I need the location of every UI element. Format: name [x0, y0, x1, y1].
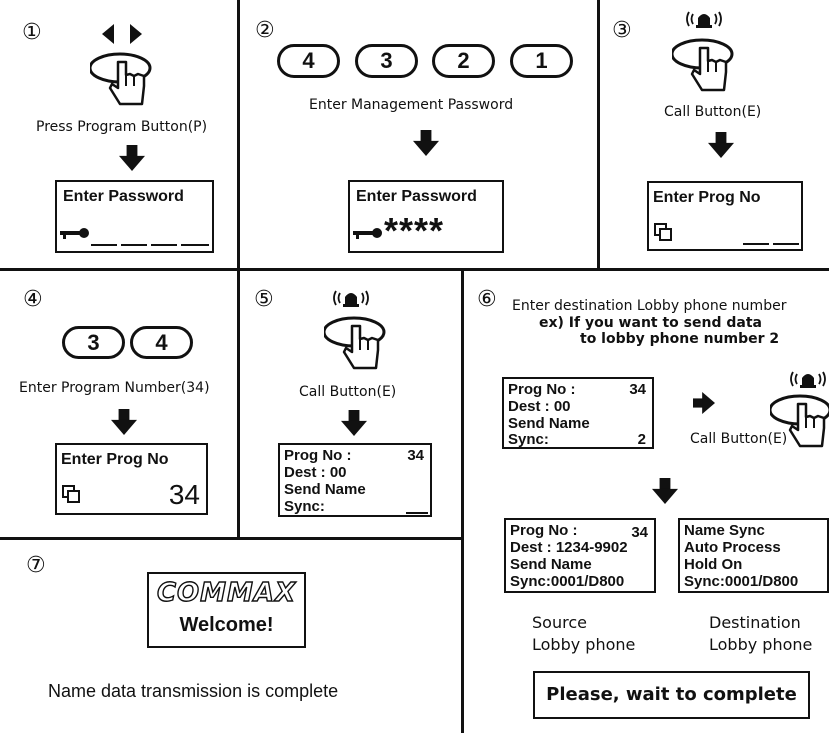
password-blanks [91, 244, 209, 246]
lcd-row: Prog No : [510, 522, 578, 539]
digit-key: 3 [355, 44, 418, 78]
hand-press-icon [324, 312, 394, 372]
step-number: ⑥ [477, 287, 497, 312]
key-icon [60, 226, 90, 240]
lcd-row: Send Name [510, 556, 592, 573]
prog-number-blanks [743, 243, 799, 245]
digit-key: 3 [62, 326, 125, 359]
bell-icon [684, 8, 724, 30]
divider [0, 537, 462, 540]
destination-lcd-display: Name Sync Auto Process Hold On Sync:0001… [678, 518, 829, 593]
lcd-row: Dest : 00 [284, 464, 347, 481]
lcd-title: Enter Password [356, 188, 477, 205]
prog-number-value: 34 [168, 479, 200, 510]
lcd-row: Sync: [508, 431, 549, 448]
lcd-title: Enter Prog No [653, 189, 761, 206]
lcd-display: Enter Password [55, 180, 214, 253]
lcd-row: Name Sync [684, 522, 765, 539]
down-arrow-icon [708, 132, 734, 158]
lcd-value: 34 [631, 524, 648, 541]
step-number: ⑤ [254, 287, 274, 312]
commax-logo: COMMAX [156, 577, 297, 608]
lcd-row: Send Name [284, 481, 366, 498]
completion-caption: Name data transmission is complete [48, 681, 339, 701]
step-number: ① [22, 20, 42, 45]
lcd-row: Sync:0001/D800 [510, 573, 625, 590]
lcd-value: 34 [407, 447, 424, 464]
copy-icon [654, 223, 672, 241]
step-caption: Enter destination Lobby phone number [512, 298, 787, 314]
lcd-display: Prog No : Dest : 00 Send Name Sync: 34 2 [502, 377, 654, 449]
divider [237, 0, 240, 540]
wait-message: Please, wait to complete [546, 684, 797, 705]
source-lcd-display: Prog No : Dest : 1234-9902 Send Name Syn… [504, 518, 656, 593]
source-label: Lobby phone [532, 635, 636, 654]
left-right-arrows-icon [102, 24, 142, 44]
step-caption: Enter Program Number(34) [19, 380, 210, 396]
step-number: ③ [612, 18, 632, 43]
destination-label: Lobby phone [709, 635, 813, 654]
lcd-row: Auto Process [684, 539, 781, 556]
lcd-title: Enter Prog No [61, 451, 169, 468]
divider [461, 268, 464, 733]
lcd-value: 34 [629, 381, 646, 398]
destination-label: Destination [709, 613, 801, 632]
copy-icon [62, 485, 80, 503]
lcd-display: COMMAX Welcome! [147, 572, 306, 648]
welcome-text: Welcome! [179, 614, 274, 636]
lcd-sync-value: 2 [637, 431, 646, 448]
password-stars: **** [384, 210, 445, 251]
source-label: Source [532, 613, 587, 632]
right-arrow-icon [693, 392, 715, 414]
lcd-display: Enter Prog No [647, 181, 803, 251]
down-arrow-icon [652, 478, 678, 504]
bell-icon [331, 287, 371, 309]
down-arrow-icon [413, 130, 439, 156]
lcd-row: Prog No : [284, 447, 352, 464]
lcd-row: Hold On [684, 556, 743, 573]
lcd-title: Enter Password [63, 188, 184, 205]
sync-blank [406, 512, 428, 514]
digit-key: 4 [130, 326, 193, 359]
step-caption: Call Button(E) [664, 104, 762, 120]
step-number: ⑦ [26, 553, 46, 578]
bell-icon [788, 368, 828, 390]
lcd-display: Enter Password **** [348, 180, 504, 253]
digit-key: 1 [510, 44, 573, 78]
hand-press-icon [90, 48, 160, 108]
step-caption: Call Button(E) [299, 384, 397, 400]
call-button-caption: Call Button(E) [690, 431, 788, 447]
step-number: ④ [23, 287, 43, 312]
lcd-row: Dest : 00 [508, 398, 571, 415]
down-arrow-icon [111, 409, 137, 435]
step-caption: Enter Management Password [309, 97, 514, 113]
step-number: ② [255, 18, 275, 43]
down-arrow-icon [119, 145, 145, 171]
hand-press-icon [672, 34, 742, 94]
digit-key: 4 [277, 44, 340, 78]
lcd-row: Sync: [284, 498, 325, 515]
lcd-row: Prog No : [508, 381, 576, 398]
step-caption-example: to lobby phone number 2 [580, 331, 780, 347]
wait-message-box: Please, wait to complete [533, 671, 810, 719]
lcd-row: Send Name [508, 415, 590, 432]
lcd-row: Dest : 1234-9902 [510, 539, 628, 556]
divider [0, 268, 829, 271]
step-caption-example: ex) If you want to send data [539, 315, 762, 331]
lcd-display: Enter Prog No 34 [55, 443, 208, 515]
lcd-row: Sync:0001/D800 [684, 573, 799, 590]
step-caption: Press Program Button(P) [36, 119, 208, 135]
lcd-display: Prog No : Dest : 00 Send Name Sync: 34 [278, 443, 432, 517]
divider [597, 0, 600, 270]
digit-key: 2 [432, 44, 495, 78]
down-arrow-icon [341, 410, 367, 436]
key-icon [353, 226, 383, 240]
